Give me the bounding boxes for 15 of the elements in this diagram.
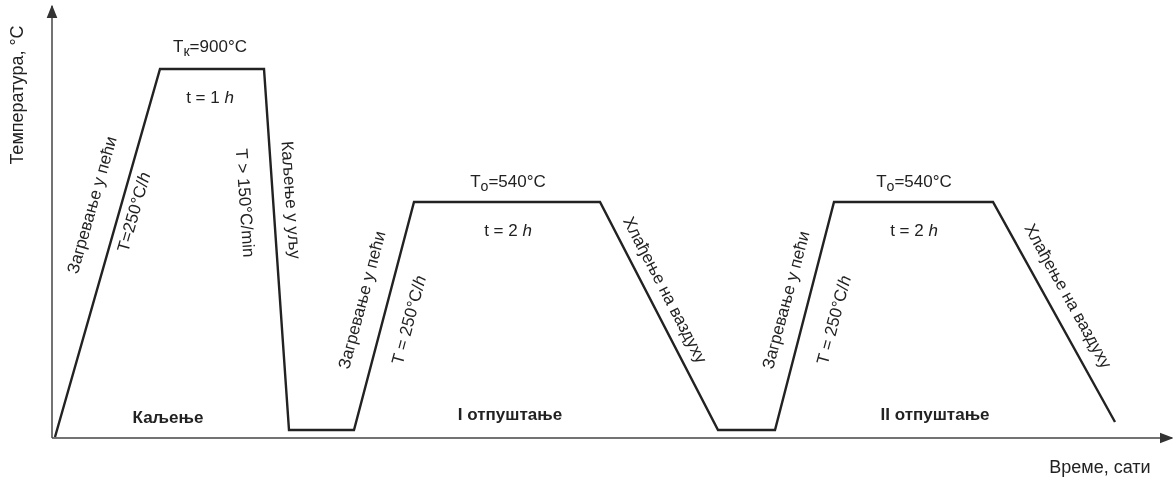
process-label: Каљење у уљу <box>278 140 304 260</box>
stage-label: II отпуштање <box>880 405 990 423</box>
duration-label: t = 2 h <box>890 221 938 239</box>
rate-label: T = 250°C/h <box>389 273 429 367</box>
rate-label: T = 250°C/h <box>814 273 854 367</box>
axis-label: Температура, °C <box>8 25 26 165</box>
temperature-label: T$_{о}$=540°C <box>876 172 952 194</box>
duration-label: t = 2 h <box>484 221 532 239</box>
axis-label: Време, сати <box>1049 458 1151 476</box>
temperature-label: T$_{о}$=540°C <box>470 172 546 194</box>
stage-label: Каљење <box>132 408 204 426</box>
duration-label: t = 1 h <box>186 88 234 106</box>
stage-label: I отпуштање <box>457 405 563 423</box>
temperature-label: T$_{к}$=900°C <box>173 37 247 59</box>
rate-label: T > 150°C/min <box>232 148 258 258</box>
